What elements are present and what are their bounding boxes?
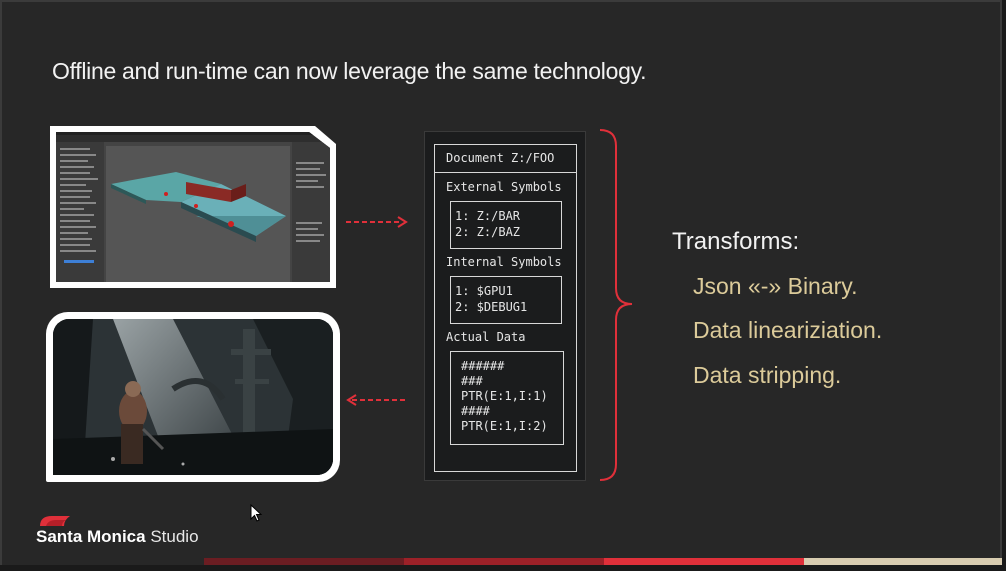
editor-viewport-illustration	[56, 132, 330, 282]
transform-item: Data lineariziation.	[693, 317, 883, 343]
data-item: ####	[461, 404, 490, 418]
internal-symbol-item: 1: $GPU1	[455, 284, 513, 298]
external-symbols-box: 1: Z:/BAR 2: Z:/BAZ	[450, 201, 562, 249]
document-header: Document Z:/FOO	[446, 151, 555, 165]
external-symbol-item: 2: Z:/BAZ	[455, 225, 521, 239]
curly-brace-icon	[599, 129, 633, 481]
actual-data-box: ###### ### PTR(E:1,I:1) #### PTR(E:1,I:2…	[450, 351, 564, 445]
studio-logo-text: Santa Monica Studio	[36, 527, 199, 546]
transform-item: Data stripping.	[693, 362, 842, 388]
studio-logo-icon	[40, 516, 70, 526]
footer-bar-segment	[404, 558, 604, 565]
footer-bar-segment	[604, 558, 804, 565]
editor-screenshot-image	[50, 126, 336, 288]
data-item: PTR(E:1,I:2)	[461, 419, 548, 433]
transform-item: Json «-» Binary.	[693, 273, 858, 299]
external-symbol-item: 1: Z:/BAR	[455, 209, 521, 223]
arrow-right-icon	[346, 216, 408, 228]
data-item: PTR(E:1,I:1)	[461, 389, 548, 403]
internal-symbols-label: Internal Symbols	[446, 255, 562, 269]
actual-data-label: Actual Data	[446, 330, 526, 344]
mouse-cursor-icon	[250, 504, 263, 522]
footer-bar-segment	[804, 558, 1002, 565]
data-item: ###	[461, 374, 483, 388]
footer-bar-segment	[204, 558, 404, 565]
internal-symbols-box: 1: $GPU1 2: $DEBUG1	[450, 276, 562, 324]
game-screenshot-image	[46, 312, 340, 482]
game-scene-illustration	[53, 319, 333, 475]
slide-title: Offline and run-time can now leverage th…	[52, 58, 647, 84]
transforms-heading: Transforms:	[672, 228, 800, 255]
external-symbols-label: External Symbols	[446, 180, 562, 194]
internal-symbol-item: 2: $DEBUG1	[455, 300, 528, 314]
document-diagram: Document Z:/FOO External Symbols 1: Z:/B…	[424, 131, 586, 481]
data-item: ######	[461, 359, 505, 373]
arrow-left-icon	[346, 394, 408, 406]
